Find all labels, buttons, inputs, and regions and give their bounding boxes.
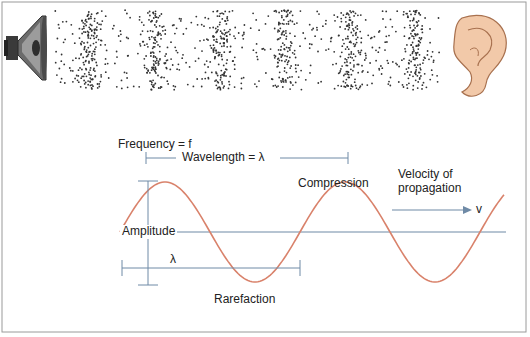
ear <box>454 15 507 96</box>
wave-graph <box>120 152 506 285</box>
speaker <box>4 16 47 80</box>
lambda-label: λ <box>170 253 176 267</box>
frame <box>2 2 526 332</box>
rarefaction-label: Rarefaction <box>214 293 275 307</box>
air-particles <box>54 9 440 90</box>
sine-wave <box>120 182 504 282</box>
wavelength-label: Wavelength = λ <box>180 151 267 165</box>
amplitude-label: Amplitude <box>120 225 177 239</box>
wavelength-bracket-top <box>146 152 348 164</box>
velocity-symbol: v <box>476 203 482 217</box>
frequency-label: Frequency = f <box>118 138 192 152</box>
velocity-arrow <box>392 206 472 214</box>
axis-line <box>120 231 506 232</box>
wavelength-bracket-bottom <box>122 260 300 276</box>
compression-label: Compression <box>298 177 369 191</box>
velocity-label: Velocity of propagation <box>398 168 478 196</box>
